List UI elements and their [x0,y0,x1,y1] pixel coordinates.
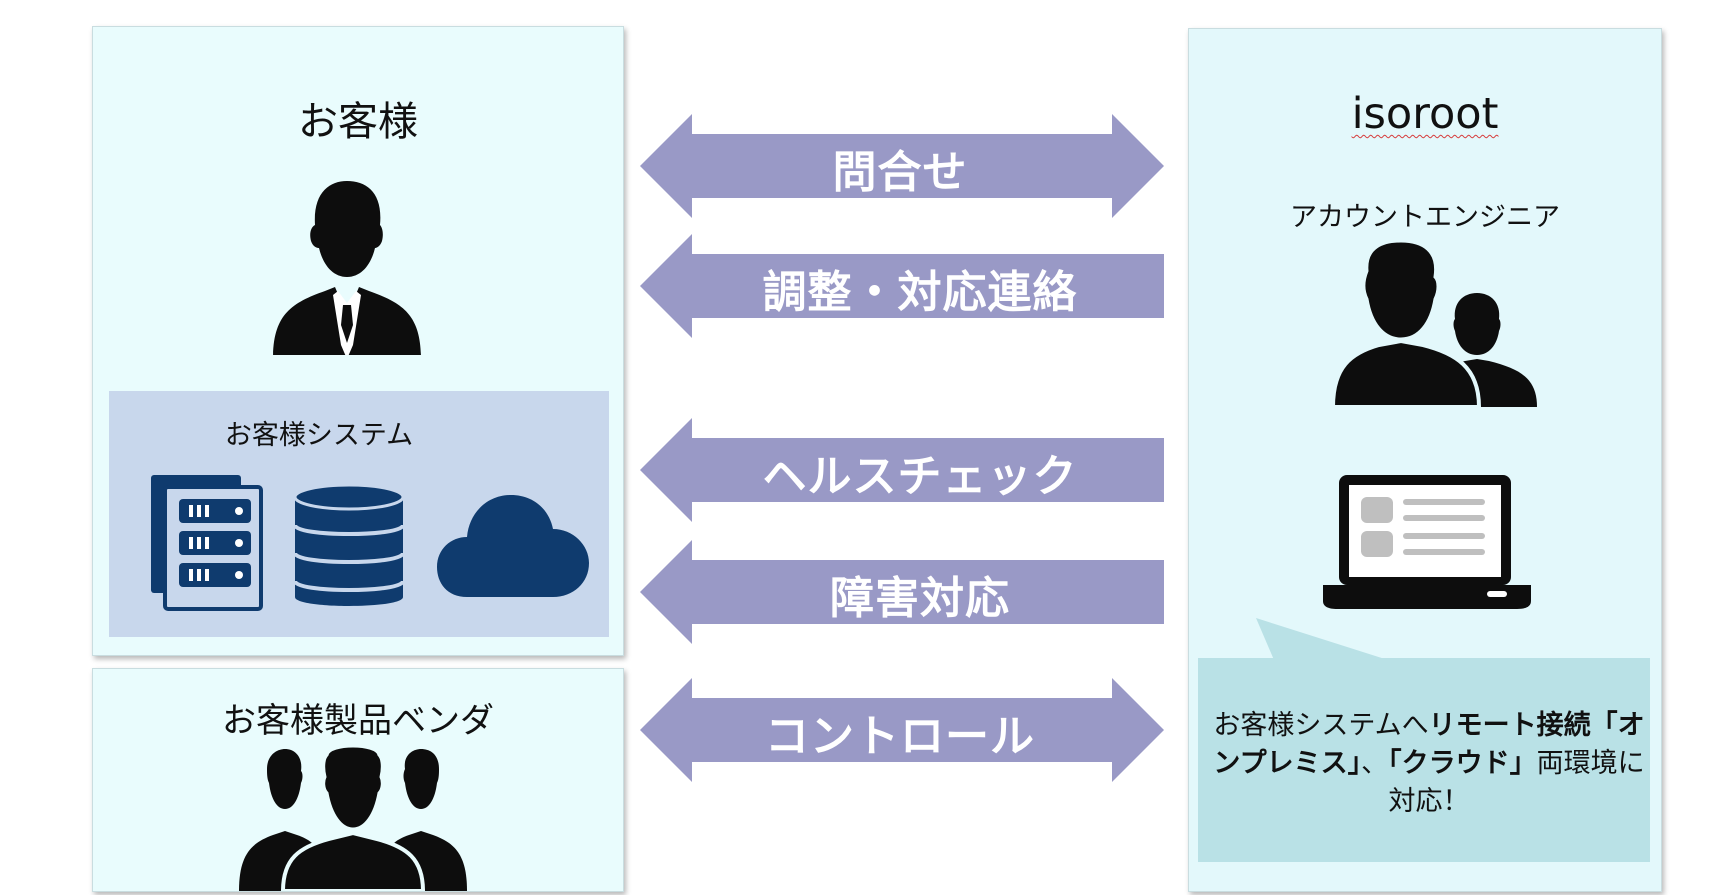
arrow-label-health-check: ヘルスチェック [762,451,1078,502]
customer-system-label: お客様システム [224,420,414,451]
isoroot-title: isoroot [1351,89,1499,139]
businessman-icon [273,181,421,355]
customer-system-box: お客様システム [109,391,609,637]
database-icon [293,483,405,606]
arrow-label-incident: 障害対応 [830,573,1010,624]
group-icon [239,747,467,891]
vendor-label: お客様製品ベンダ [222,701,494,741]
account-engineer-label: アカウントエンジニア [1290,202,1560,233]
arrow-incident [640,540,1164,644]
callout-text: お客様システムへリモート接続「オンプレミス」、「クラウド」両環境に対応！ [1213,710,1645,817]
customer-panel: お客様 お客様システム [92,26,624,656]
server-rack-icon [151,475,263,611]
arrow-label-coordination: 調整・対応連絡 [762,267,1078,318]
customer-title: お客様 [298,99,418,145]
arrow-inquiry [640,114,1164,218]
laptop-icon [1323,475,1531,609]
vendor-panel: お客様製品ベンダ [92,668,624,892]
two-people-icon [1331,241,1537,407]
arrow-health-check [640,418,1164,522]
arrow-label-control: コントロール [765,711,1035,762]
arrow-label-inquiry: 問合せ [832,147,968,198]
arrow-coordination [640,234,1164,338]
cloud-icon [437,495,589,597]
arrow-control [640,678,1164,782]
